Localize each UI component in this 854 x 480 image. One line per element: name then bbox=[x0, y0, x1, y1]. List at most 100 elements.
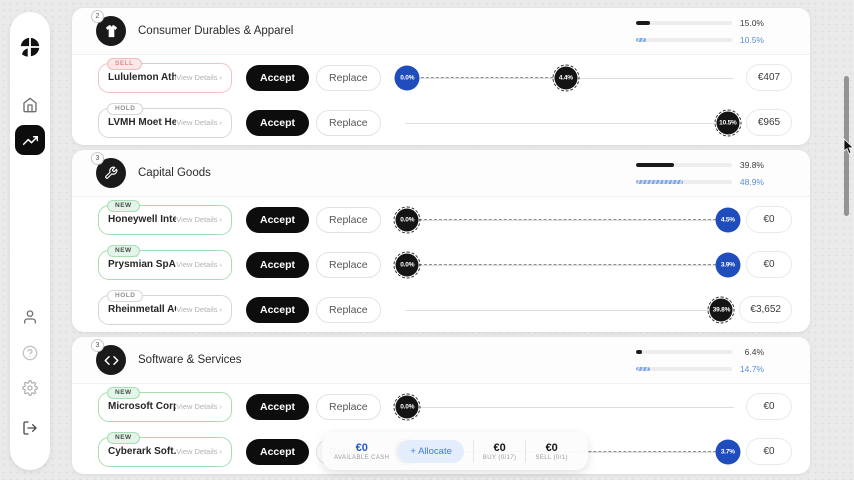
accept-button[interactable]: Accept bbox=[246, 438, 310, 465]
settings-gear-icon[interactable] bbox=[22, 380, 38, 396]
section-header: 2 Consumer Durables & Apparel 15.0% 10.5… bbox=[72, 8, 810, 55]
stock-row: HOLD Rheinmetall AG View Details › Accep… bbox=[72, 287, 810, 332]
view-details-link[interactable]: View Details › bbox=[176, 118, 222, 127]
view-details-link[interactable]: View Details › bbox=[176, 402, 222, 411]
sector-card: 2 Consumer Durables & Apparel 15.0% 10.5… bbox=[72, 8, 810, 145]
stock-name: Honeywell Inte... bbox=[108, 214, 177, 225]
logout-icon[interactable] bbox=[22, 420, 38, 436]
accept-button[interactable]: Accept bbox=[246, 251, 310, 278]
slider-handle-blue[interactable]: 4.5% bbox=[715, 207, 741, 232]
replace-button[interactable]: Replace bbox=[316, 296, 381, 323]
section-icon-wrap: 3 bbox=[91, 152, 126, 188]
profile-user-icon[interactable] bbox=[22, 309, 38, 325]
stock-box[interactable]: HOLD Rheinmetall AG View Details › bbox=[98, 289, 232, 325]
help-icon[interactable] bbox=[22, 345, 38, 361]
current-allocation-bar: 39.8% bbox=[636, 160, 764, 170]
stock-box[interactable]: SELL Lululemon Athl... View Details › bbox=[98, 57, 232, 93]
view-details-link[interactable]: View Details › bbox=[176, 73, 222, 82]
stock-box[interactable]: NEW Prysmian SpA View Details › bbox=[98, 244, 232, 280]
slider-track bbox=[404, 406, 734, 408]
allocate-button[interactable]: + Allocate bbox=[398, 439, 464, 463]
slider-dash-line bbox=[414, 218, 722, 220]
available-cash-label: AVAILABLE CASH bbox=[334, 454, 390, 461]
allocation-slider[interactable]: ›0.0%3.9% bbox=[393, 242, 741, 287]
view-details-link[interactable]: View Details › bbox=[176, 215, 222, 224]
accept-button[interactable]: Accept bbox=[246, 109, 310, 136]
replace-button[interactable]: Replace bbox=[316, 206, 381, 233]
slider-handle-blue[interactable]: 3.9% bbox=[715, 252, 741, 277]
allocation-value: €407 bbox=[746, 64, 792, 91]
accept-button[interactable]: Accept bbox=[246, 206, 310, 233]
slider-handle-dark[interactable]: 0.0% bbox=[393, 205, 422, 234]
view-details-link[interactable]: View Details › bbox=[176, 305, 222, 314]
stock-box[interactable]: NEW Cyberark Soft... View Details › bbox=[98, 431, 232, 467]
stock-box[interactable]: NEW Honeywell Inte... View Details › bbox=[98, 199, 232, 235]
sidebar bbox=[10, 12, 50, 470]
divider bbox=[472, 440, 474, 462]
stock-box[interactable]: HOLD LVMH Moet He... View Details › bbox=[98, 102, 232, 138]
accept-button[interactable]: Accept bbox=[246, 64, 310, 91]
section-title: Capital Goods bbox=[138, 167, 211, 179]
section-icon-wrap: 2 bbox=[91, 10, 126, 46]
stock-row: NEW Microsoft Corp View Details › Accept… bbox=[72, 384, 810, 429]
available-cash-value: €0 bbox=[355, 441, 368, 454]
slider-track bbox=[404, 122, 734, 124]
slider-handle-dark[interactable]: 4.4% bbox=[551, 63, 580, 92]
replace-button[interactable]: Replace bbox=[316, 251, 381, 278]
allocation-value: €0 bbox=[746, 438, 792, 465]
target-allocation-pct: 10.5% bbox=[739, 34, 764, 45]
slider-track bbox=[404, 219, 734, 221]
allocation-slider[interactable]: ‹0.0%4.4% bbox=[394, 55, 738, 100]
replace-button[interactable]: Replace bbox=[316, 393, 381, 420]
allocation-slider[interactable]: 39.8% bbox=[401, 287, 736, 332]
current-allocation-bar: 15.0% bbox=[636, 18, 764, 28]
slider-track bbox=[404, 264, 734, 266]
app-logo-icon bbox=[19, 36, 41, 58]
home-icon[interactable] bbox=[22, 97, 38, 113]
view-details-link[interactable]: View Details › bbox=[176, 447, 222, 456]
stock-row: NEW Prysmian SpA View Details › Accept R… bbox=[72, 242, 810, 287]
sections: 2 Consumer Durables & Apparel 15.0% 10.5… bbox=[72, 8, 810, 479]
stock-row: NEW Honeywell Inte... View Details › Acc… bbox=[72, 197, 810, 242]
stock-name: LVMH Moet He... bbox=[108, 117, 177, 128]
allocation-slider[interactable]: 0.0% bbox=[393, 384, 738, 429]
stock-name: Lululemon Athl... bbox=[108, 72, 177, 83]
target-allocation-bar: 10.5% bbox=[636, 35, 764, 45]
slider-handle-blue[interactable]: 0.0% bbox=[394, 65, 420, 90]
sell-label: SELL (0/1) bbox=[535, 454, 568, 461]
section-title: Software & Services bbox=[138, 354, 242, 366]
replace-button[interactable]: Replace bbox=[316, 64, 381, 91]
status-badge: HOLD bbox=[107, 102, 144, 115]
current-allocation-pct: 39.8% bbox=[739, 159, 764, 170]
stock-box[interactable]: NEW Microsoft Corp View Details › bbox=[98, 386, 232, 422]
buy-label: BUY (0/17) bbox=[482, 454, 517, 461]
stock-name: Microsoft Corp bbox=[108, 401, 177, 412]
slider-handle-dark[interactable]: 39.8% bbox=[707, 295, 736, 324]
stock-name: Prysmian SpA bbox=[108, 259, 176, 270]
allocation-value: €0 bbox=[746, 206, 792, 233]
slider-handle-blue[interactable]: 3.7% bbox=[715, 439, 741, 464]
target-allocation-pct: 48.9% bbox=[739, 176, 764, 187]
allocation-value: €3,652 bbox=[739, 296, 792, 323]
allocation-slider[interactable]: 10.5% bbox=[401, 100, 742, 145]
portfolio-trending-icon[interactable] bbox=[15, 125, 45, 155]
section-icon-wrap: 3 bbox=[91, 339, 126, 375]
slider-handle-dark[interactable]: 0.0% bbox=[393, 250, 422, 279]
accept-button[interactable]: Accept bbox=[246, 393, 310, 420]
section-count-badge: 3 bbox=[91, 339, 104, 352]
sector-card: 3 Capital Goods 39.8% 48.9% NEW Honeywel… bbox=[72, 150, 810, 332]
slider-handle-dark[interactable]: 10.5% bbox=[713, 108, 742, 137]
sector-card: 3 Software & Services 6.4% 14.7% NEW Mic… bbox=[72, 337, 810, 474]
slider-handle-dark[interactable]: 0.0% bbox=[393, 392, 422, 421]
view-details-link[interactable]: View Details › bbox=[176, 260, 222, 269]
allocation-value: €0 bbox=[746, 251, 792, 278]
replace-button[interactable]: Replace bbox=[316, 109, 381, 136]
allocation-slider[interactable]: ›0.0%4.5% bbox=[393, 197, 741, 242]
allocation-value: €965 bbox=[746, 109, 792, 136]
status-badge: NEW bbox=[107, 244, 140, 257]
slider-dash-line bbox=[414, 263, 722, 265]
target-allocation-bar: 48.9% bbox=[636, 177, 764, 187]
divider bbox=[525, 440, 527, 462]
slider-dash-line bbox=[410, 76, 563, 78]
accept-button[interactable]: Accept bbox=[246, 296, 310, 323]
